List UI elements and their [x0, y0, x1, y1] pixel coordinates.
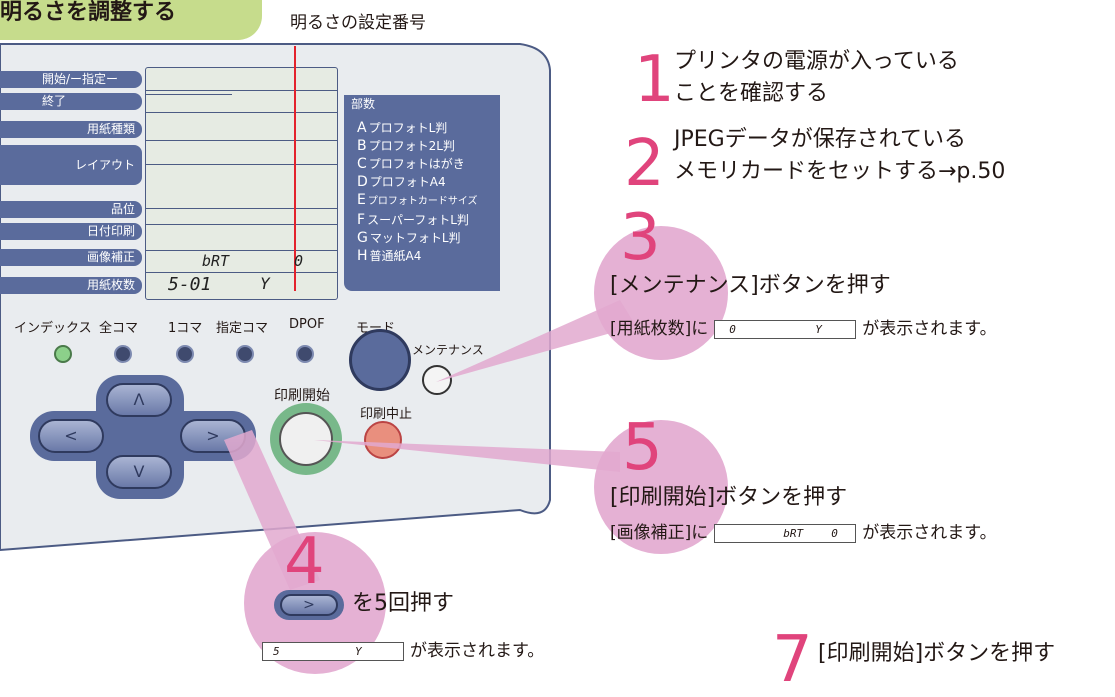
mode-label-index: インデックス [14, 321, 92, 336]
label-image-correction: 画像補正 [0, 249, 142, 266]
mode-label-single: 1コマ [168, 321, 203, 336]
label-date-print: 日付印刷 [0, 223, 142, 240]
step-4-number: 4 [284, 525, 325, 599]
step-4-text: を5回押す [352, 591, 454, 616]
print-stop-label: 印刷中止 [360, 407, 413, 422]
up-button[interactable]: Λ [106, 383, 172, 417]
select-led [236, 345, 254, 363]
label-quality: 品位 [0, 201, 142, 218]
step-2-text2: メモリカードをセットする→p.50 [674, 159, 1006, 184]
section-title: 明るさを調整する [0, 0, 177, 25]
down-button[interactable]: V [106, 455, 172, 489]
copies-header: 部数 [344, 95, 500, 112]
label-paper-count: 用紙枚数 [0, 277, 142, 294]
label-layout: レイアウト [0, 145, 142, 185]
step-2-number: 2 [624, 127, 665, 201]
step-5-bubble [594, 420, 728, 554]
all-led [114, 345, 132, 363]
control-panel: 開始/ー指定ー 終了 用紙種類 レイアウト 品位 日付印刷 画像補正 用紙枚数 … [0, 45, 550, 545]
left-button[interactable]: < [38, 419, 104, 453]
step-3-number: 3 [620, 201, 661, 275]
step-1-text2: ことを確認する [674, 81, 829, 106]
step-5-text: [印刷開始]ボタンを押す [610, 485, 848, 510]
brightness-callout: 明るさの設定番号 [290, 13, 426, 33]
maintenance-button[interactable] [422, 365, 452, 395]
label-paper-type: 用紙種類 [0, 121, 142, 138]
wrench-icon: Y [260, 274, 270, 293]
single-led [176, 345, 194, 363]
section-title-tab: 明るさを調整する [0, 0, 262, 40]
label-end: 終了 [0, 93, 142, 110]
dpof-led [296, 345, 314, 363]
lcd-paper-count: 5-01 [168, 274, 212, 295]
maintenance-label: メンテナンス [412, 343, 484, 357]
step-1-text: プリンタの電源が入っている [674, 49, 959, 74]
step-2-text: JPEGデータが保存されている [674, 127, 967, 152]
step-1-number: 1 [634, 43, 675, 117]
pointer-line [294, 46, 296, 291]
lcd-image-value: 0 [294, 252, 304, 270]
mode-button[interactable] [349, 329, 411, 391]
index-led [54, 345, 72, 363]
lcd-image-correction: bRT [202, 252, 230, 270]
step-4-right-button: > [280, 594, 338, 616]
lcd-display: bRT 0 5-01 Y [145, 46, 338, 300]
step-3-bubble [594, 226, 728, 360]
label-start-end: 開始/ー指定ー [0, 71, 142, 88]
mode-label-select: 指定コマ [216, 321, 269, 336]
print-stop-button[interactable] [364, 421, 402, 459]
print-start-button[interactable] [279, 412, 333, 466]
step-3-text: [メンテナンス]ボタンを押す [610, 273, 891, 298]
mode-label-dpof: DPOF [289, 317, 325, 332]
print-start-label: 印刷開始 [274, 388, 330, 404]
step-5-number: 5 [622, 411, 663, 485]
mode-label-all: 全コマ [99, 321, 139, 336]
step-7-number: 7 [772, 623, 813, 697]
step-7-text: [印刷開始]ボタンを押す [818, 641, 1056, 666]
